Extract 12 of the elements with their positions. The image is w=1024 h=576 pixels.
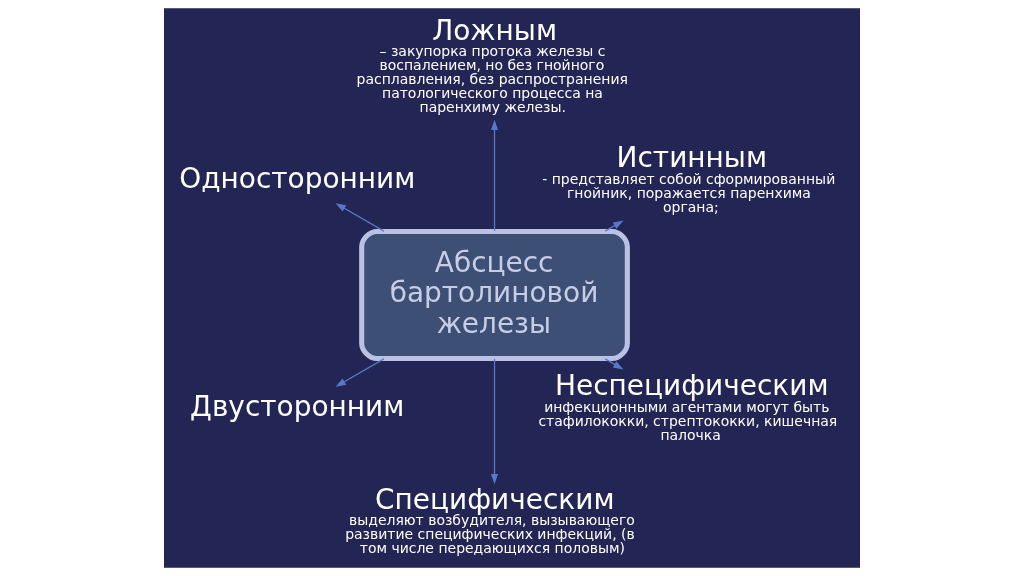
arrow xyxy=(335,203,385,232)
arrow xyxy=(490,358,499,485)
arrow xyxy=(335,358,385,387)
node-text: Специфическим выделяют возбудителя, вызывающего развитие специфических инфекций, (в том числе передающихся половым) xyxy=(345,482,635,557)
node-text: Односторонним xyxy=(179,162,416,196)
node-box: Абсцесс бартолиновой железы xyxy=(359,228,630,362)
node-text: Истинным - представляет собой сформированный гнойник, поражается паренхима органа; xyxy=(542,141,836,216)
node-text: Двусторонним xyxy=(190,389,405,423)
arrow xyxy=(490,119,499,232)
arrow xyxy=(604,358,624,370)
node-text: Неспецифическим инфекционными агентами могут быть стафилококки, стрептококки, кишечная палочка xyxy=(538,368,838,443)
node-text: Ложным – закупорка протока железы с воспалением, но без гнойного расплавления, без распространения патологического процесса на паренхиму железы. xyxy=(356,13,628,116)
